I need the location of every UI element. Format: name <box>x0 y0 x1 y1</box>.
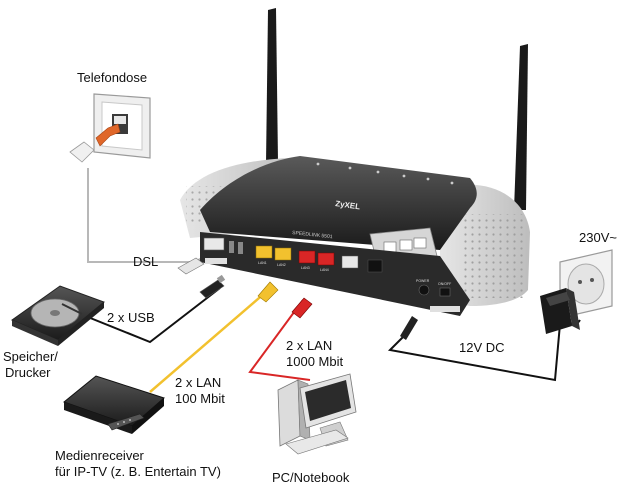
phone-socket-icon <box>69 93 151 163</box>
dsl-plug-icon <box>177 257 205 275</box>
lan-port-3 <box>298 250 316 264</box>
port-label-lan2: LAN2 <box>277 263 286 267</box>
label-pc: PC/Notebook <box>272 470 350 485</box>
lan-port-2 <box>274 247 292 261</box>
port-label-lan4: LAN4 <box>320 268 329 272</box>
media-receiver-icon <box>62 375 165 434</box>
label-lan1000-line2: 1000 Mbit <box>286 354 344 369</box>
antenna-right <box>514 44 528 210</box>
power-adapter-icon <box>540 288 580 334</box>
dsl-port <box>203 237 225 251</box>
lan1000-cable <box>248 299 311 381</box>
port-label-lan1: LAN1 <box>258 261 267 265</box>
port-label-power: POWER <box>416 279 430 283</box>
label-receiver-line2: für IP-TV (z. B. Entertain TV) <box>55 464 221 479</box>
router-model: SPEEDLINK 5501 <box>292 230 333 240</box>
dc-cable <box>387 323 561 382</box>
antenna-left <box>266 8 278 164</box>
label-lan100-line1: 2 x LAN <box>175 375 222 390</box>
label-lan1000-line1: 2 x LAN <box>286 338 333 353</box>
label-lan100-line2: 100 Mbit <box>175 391 225 406</box>
pc-icon <box>277 373 357 455</box>
lan100-cable <box>149 291 267 393</box>
router-brand: ZyXEL <box>335 199 361 211</box>
isdn-port <box>367 259 383 273</box>
lan-port-4 <box>317 252 335 266</box>
usb-port-1 <box>229 241 234 253</box>
port-labels: LAN1 LAN2 LAN3 LAN4 POWER ON/OFF <box>258 261 451 286</box>
dsl-cable <box>87 168 196 263</box>
router-top <box>200 156 477 250</box>
on-off-switch <box>439 287 451 297</box>
phone-plug-arrow-icon <box>95 123 121 147</box>
router: ZyXEL SPEEDLINK 5501 <box>180 8 530 316</box>
hard-drive-icon <box>10 285 105 346</box>
label-dc: 12V DC <box>459 340 505 355</box>
lan100-plug-icon <box>257 281 279 303</box>
router-ports <box>203 237 451 297</box>
usb-plug-icon <box>199 274 226 299</box>
usb-port-2 <box>238 242 243 254</box>
port-label-lan3: LAN3 <box>301 266 310 270</box>
label-storage-line1: Speicher/ <box>3 349 58 364</box>
led-strip <box>316 162 454 185</box>
label-telefondose: Telefondose <box>77 70 148 85</box>
label-receiver-line1: Medienreceiver <box>55 448 144 463</box>
label-usb: 2 x USB <box>107 310 155 325</box>
label-mains: 230V~ <box>579 230 617 245</box>
lan1000-plug-icon <box>291 297 313 319</box>
lan-port-1 <box>255 245 273 259</box>
dc-plug-icon <box>400 316 418 340</box>
phone-port <box>341 255 359 269</box>
label-dsl: DSL <box>133 254 159 269</box>
label-storage-line2: Drucker <box>5 365 51 380</box>
port-label-onoff: ON/OFF <box>438 282 451 286</box>
power-port <box>418 284 430 296</box>
remote-control-icon <box>107 413 145 431</box>
